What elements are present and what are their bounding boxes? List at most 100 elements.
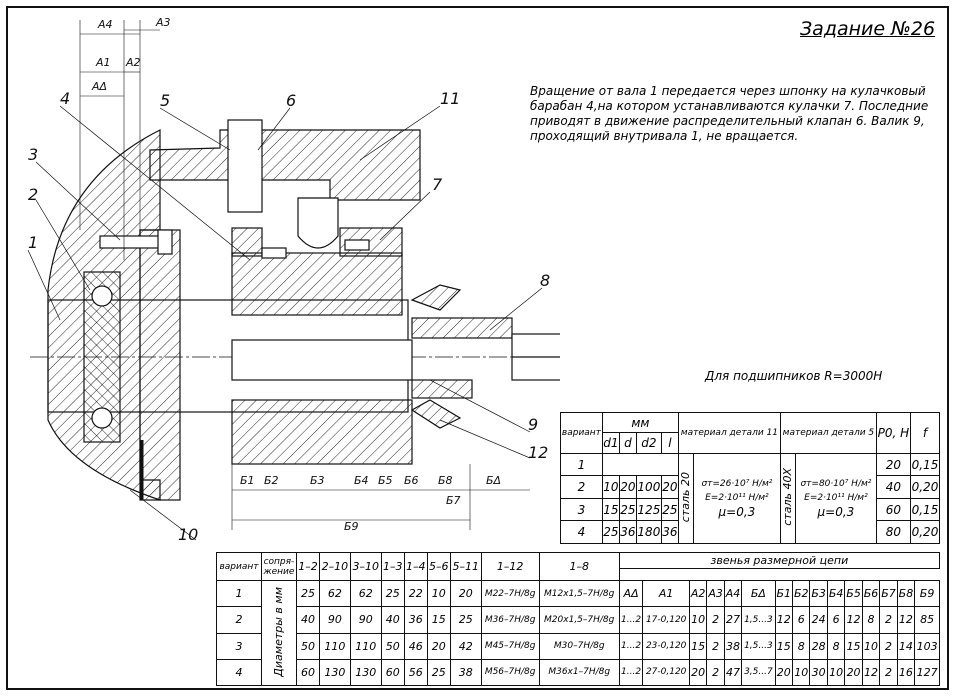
mt-steel11: сталь 20 <box>677 452 694 545</box>
ft-chain-cell: 27 <box>723 606 743 634</box>
ft-chain-cell: 2 <box>706 606 725 634</box>
ft-cell: 15 <box>426 606 451 634</box>
ft-chain-col: Б8 <box>896 580 916 608</box>
ft-chain-cell: 10 <box>826 658 846 687</box>
part-label-1: 1 <box>28 233 38 252</box>
part-label-9: 9 <box>528 415 538 434</box>
part-label-11: 11 <box>440 89 460 108</box>
mt-f: 0,20 <box>909 520 941 544</box>
mt-cell: 10 <box>601 475 620 499</box>
mt-p: 60 <box>875 497 911 522</box>
mt-cell: 180 <box>635 520 662 544</box>
mt-material5-header: материал детали 5 <box>779 412 877 454</box>
mt-d2: d2 <box>635 432 662 454</box>
ft-cell: 25 <box>295 580 320 608</box>
mt-row-variant: 3 <box>560 497 603 522</box>
ft-cell: 40 <box>380 606 405 634</box>
ft-cell: М30–7Н/8g <box>538 632 620 660</box>
ft-chain-cell: 85 <box>914 606 940 634</box>
mt-cell: 20 <box>660 475 679 499</box>
ft-chain-col: БΔ <box>741 580 776 608</box>
dim-a-delta: АΔ <box>91 80 107 93</box>
ft-chain-cell: 2 <box>879 632 898 660</box>
ft-cell: 62 <box>318 580 351 608</box>
ft-chain-cell: 1,5...3 <box>741 606 776 634</box>
ft-chain-cell: 12 <box>774 606 793 634</box>
fits-table: вариант сопря-жение 1–2 2–10 3–10 1–3 1–… <box>216 551 941 687</box>
ft-variant: 1 <box>216 580 262 608</box>
ft-cell: М36х1–7Н/8g <box>538 658 620 687</box>
ft-variant-header: вариант <box>216 551 262 582</box>
ft-chain-cell: 12 <box>861 658 881 687</box>
mt-cell: 20 <box>618 475 637 499</box>
ft-chain-cell: 12 <box>844 606 863 634</box>
ft-cell: 36 <box>403 606 428 634</box>
ft-cell: 62 <box>349 580 382 608</box>
ft-chain-cell: 15 <box>844 632 863 660</box>
bearing-note: Для подшипников R=3000Н <box>705 369 883 383</box>
ft-chain-cell: 1...2 <box>618 658 644 687</box>
task-description: Вращение от вала 1 передается через шпон… <box>530 84 929 143</box>
ft-chain-col: А2 <box>688 580 708 608</box>
ft-chain-cell: 1,5...3 <box>741 632 776 660</box>
ft-chain-cell: 103 <box>914 632 940 660</box>
ft-chain-cell: 16 <box>896 658 916 687</box>
ft-chain-cell: 8 <box>861 606 881 634</box>
ft-chain-col: АΔ <box>618 580 644 608</box>
mt-cell: 25 <box>660 497 679 522</box>
dim-a2: А2 <box>125 56 141 69</box>
ft-chain-cell: 6 <box>791 606 811 634</box>
ft-chain-cell: 2 <box>879 606 898 634</box>
mt-f: 0,20 <box>909 475 941 499</box>
mt-p-header: P0, Н <box>875 412 911 454</box>
dim-b3: Б3 <box>310 474 325 487</box>
ft-chain-cell: 20 <box>688 658 708 687</box>
dim-b2: Б2 <box>264 474 279 487</box>
mt-p: 80 <box>875 520 911 544</box>
ft-cell: 25 <box>380 580 405 608</box>
ft-chain-cell: 2 <box>706 632 725 660</box>
part-label-3: 3 <box>28 145 38 164</box>
ft-col: 1–8 <box>538 551 620 582</box>
ft-cell: М36–7Н/8g <box>480 606 540 634</box>
sheet-frame <box>6 6 949 690</box>
ft-cell: М20х1,5–7Н/8g <box>538 606 620 634</box>
dim-b4: Б4 <box>354 474 369 487</box>
ft-col: 1–3 <box>380 551 405 582</box>
dim-b-delta: БΔ <box>486 474 501 487</box>
ft-col: 2–10 <box>318 551 351 582</box>
ft-variant: 3 <box>216 632 262 660</box>
dim-b7: Б7 <box>446 494 461 507</box>
ft-variant: 2 <box>216 606 262 634</box>
mt-cell: 15 <box>601 497 620 522</box>
ft-cell: 90 <box>349 606 382 634</box>
ft-chain-cell: 2 <box>706 658 725 687</box>
mt-props5: σт=80·10⁷ Н/м² E=2·10¹¹ Н/м² μ=0,3 <box>794 452 877 545</box>
ft-variant: 4 <box>216 658 262 687</box>
ft-chain-cell: 23-0,120 <box>642 632 690 660</box>
mt-row-variant: 2 <box>560 475 603 499</box>
mt-material11-header: материал детали 11 <box>677 412 781 454</box>
ft-col: 5–6 <box>426 551 451 582</box>
ft-chain-cell: 10 <box>791 658 811 687</box>
dim-b5: Б5 <box>378 474 393 487</box>
ft-cell: М56–7Н/8g <box>480 658 540 687</box>
part-label-10: 10 <box>178 525 198 544</box>
ft-cell: М22–7Н/8g <box>480 580 540 608</box>
ft-chain-cell: 10 <box>688 606 708 634</box>
dim-b9: Б9 <box>344 520 359 533</box>
ft-chain-cell: 15 <box>774 632 793 660</box>
ft-chain-cell: 38 <box>723 632 743 660</box>
ft-chain-cell: 27-0,120 <box>642 658 690 687</box>
ft-chain-cell: 47 <box>723 658 743 687</box>
ft-side-label: Диаметры в мм <box>260 580 297 686</box>
ft-cell: М45–7Н/8g <box>480 632 540 660</box>
dim-a4: А4 <box>97 18 113 31</box>
ft-chain-col: А3 <box>706 580 725 608</box>
mt-cell: 36 <box>660 520 679 544</box>
ft-cell: 10 <box>426 580 451 608</box>
ft-chain-col: А4 <box>723 580 743 608</box>
mt-empty <box>601 452 679 477</box>
ft-chain-col: Б2 <box>791 580 811 608</box>
mt-l: l <box>660 432 679 454</box>
